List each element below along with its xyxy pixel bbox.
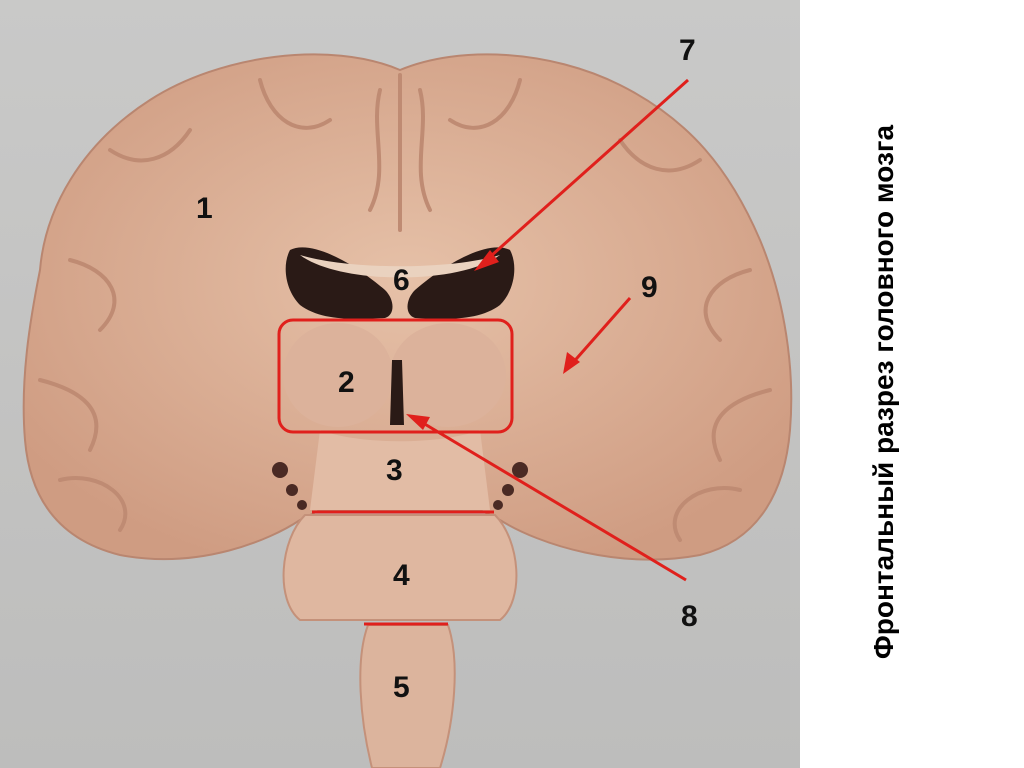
label-9: 9 — [641, 271, 658, 304]
label-5: 5 — [393, 671, 410, 704]
choroid-plexus — [272, 462, 528, 510]
thalamus-highlight-box — [277, 318, 514, 434]
label-3: 3 — [386, 454, 403, 487]
arrow-8 — [406, 414, 687, 582]
label-6: 6 — [393, 264, 410, 297]
corpus-callosum — [300, 255, 500, 278]
medulla — [359, 624, 456, 768]
midbrain — [310, 430, 490, 510]
third-ventricle — [390, 360, 404, 425]
arrow-7 — [474, 78, 689, 271]
brain-section-photo: 1 2 3 4 5 6 7 8 9 — [0, 0, 800, 768]
thalamus-right — [390, 323, 506, 427]
label-8: 8 — [681, 600, 698, 633]
label-4: 4 — [393, 559, 410, 592]
label-2: 2 — [338, 366, 355, 399]
side-panel — [800, 0, 1024, 768]
page-title: Фронтальный разрез головного мозга — [868, 124, 899, 660]
gyri-folds — [38, 73, 772, 542]
arrow-9 — [563, 297, 632, 374]
thalamus-left — [283, 323, 393, 427]
label-7: 7 — [679, 34, 696, 67]
pons — [282, 514, 518, 621]
label-1: 1 — [196, 192, 213, 225]
